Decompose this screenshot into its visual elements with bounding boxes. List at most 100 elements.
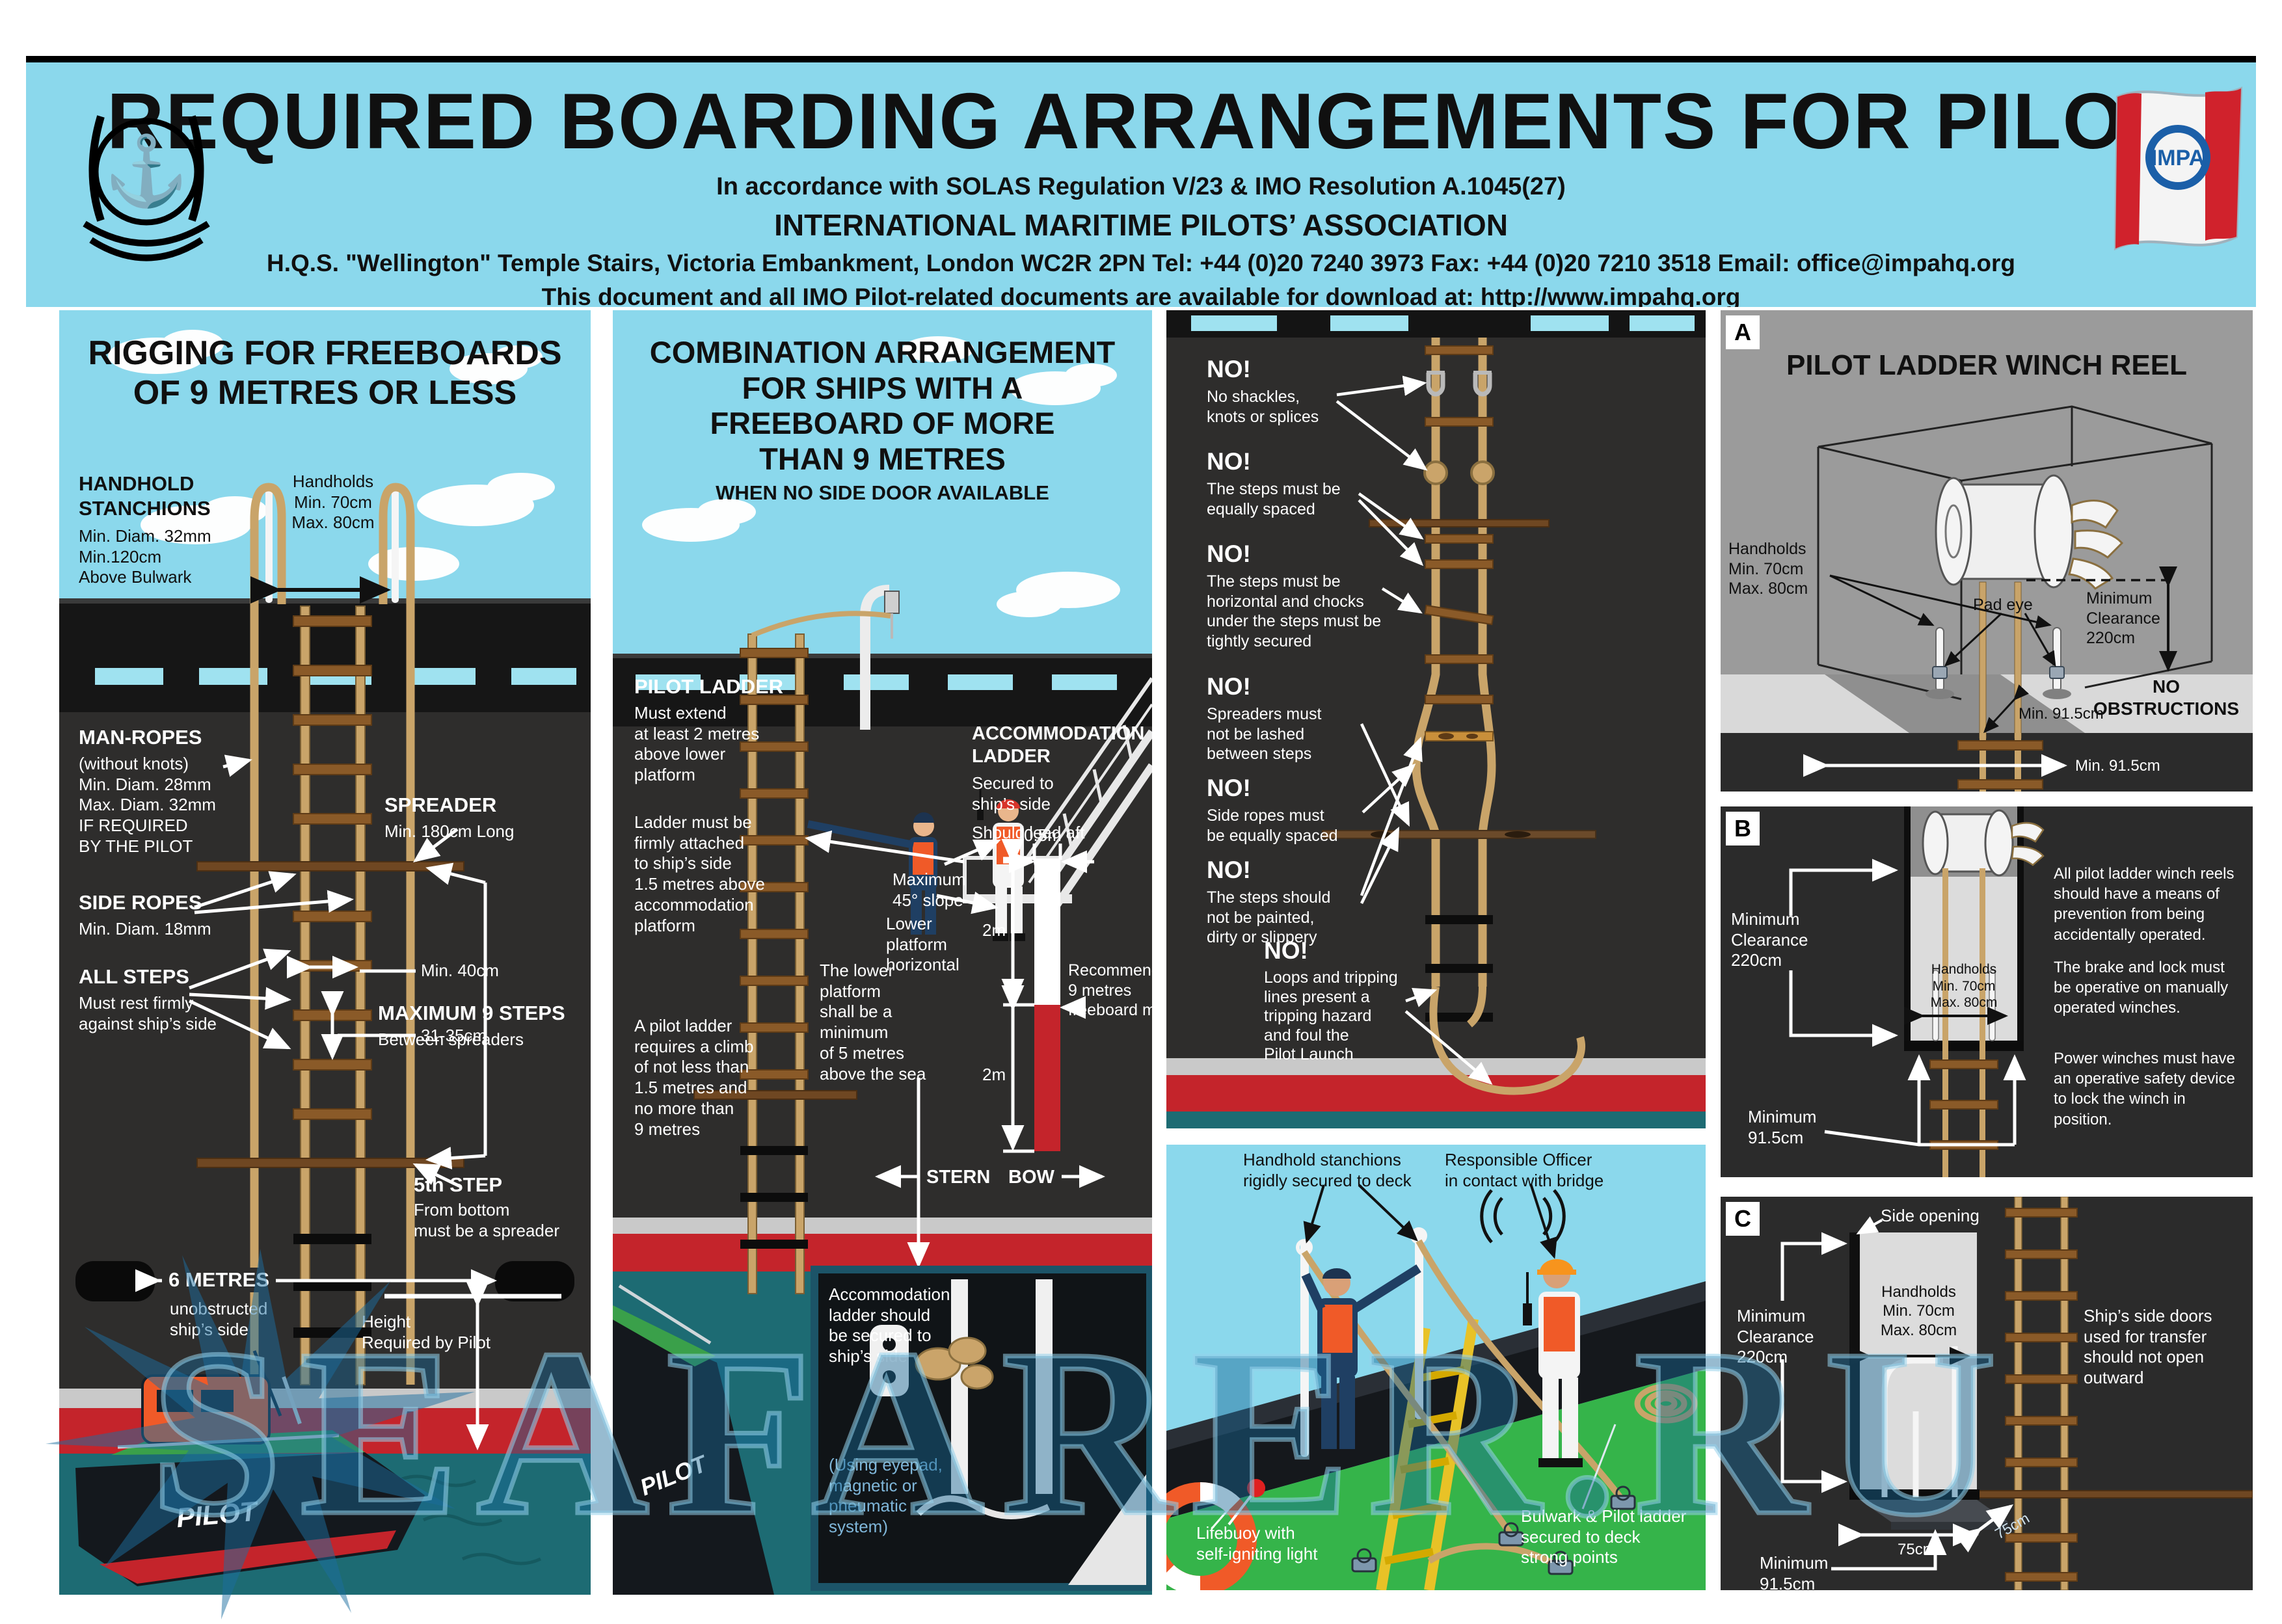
panel-winch-reel: A — [1721, 310, 2253, 792]
p4-bulwark: Bulwark & Pilot ladder secured to deck s… — [1521, 1506, 1687, 1567]
p1-min40: Min. 40cm — [421, 961, 499, 980]
p3-no-1: NO! — [1207, 356, 1251, 382]
badge-c: C — [1726, 1202, 1760, 1236]
side-door-illustration — [1780, 1197, 2253, 1590]
association-name: INTERNATIONAL MARITIME PILOTS’ ASSOCIATI… — [774, 208, 1508, 242]
p1-spreader-sub: Min. 180cm Long — [384, 821, 515, 841]
pB-clearance: Minimum Clearance 220cm — [1731, 909, 1808, 970]
p1-handholds: Handholds Min. 70cm Max. 80cm — [291, 472, 375, 533]
p2-lower5m: The lower platform shall be a minimum of… — [820, 961, 926, 1084]
panel-combination-arrangement: COMBINATION ARRANGEMENT FOR SHIPS WITH A… — [613, 310, 1152, 1595]
p1-six-sub: unobstructed ship’s side — [170, 1299, 268, 1339]
pB-min915: Minimum 91.5cm — [1748, 1107, 1817, 1147]
p2-title: COMBINATION ARRANGEMENT FOR SHIPS WITH A… — [649, 335, 1116, 476]
panel-winch-reel-rules: B — [1721, 806, 2253, 1177]
page-subtitle: In accordance with SOLAS Regulation V/23… — [716, 173, 1566, 200]
pB-handholds: Handholds Min. 70cm Max. 80cm — [1930, 962, 1998, 1011]
panel-rigging-9m-or-less: RIGGING FOR FREEBOARDS OF 9 METRES OR LE… — [59, 310, 591, 1595]
sea — [1166, 1112, 1706, 1128]
p1-max9-sub: Between spreaders — [378, 1030, 524, 1049]
p4-lifebuoy: Lifebuoy with self-igniting light — [1196, 1523, 1318, 1564]
faulty-ladder-illustration — [1191, 315, 1695, 1095]
p4-stanchions: Handhold stanchions rigidly secured to d… — [1243, 1150, 1412, 1190]
p2-attach: Ladder must be firmly attached to ship’s… — [634, 812, 765, 935]
p1-six-title: 6 METRES — [162, 1268, 276, 1292]
p2-climb: A pilot ladder requires a climb of not l… — [634, 1016, 754, 1139]
p2-inset-main: Accommodation ladder should be secured t… — [829, 1285, 950, 1366]
p3-text-2: The steps must be equally spaced — [1207, 480, 1341, 518]
pC-side-opening: Side opening — [1881, 1206, 1980, 1225]
impa-flag-icon: IMPA — [2114, 87, 2243, 251]
p1-gap: 31-35cm — [421, 1026, 487, 1045]
p2-subtitle: WHEN NO SIDE DOOR AVAILABLE — [716, 481, 1049, 504]
pA-pad-eye: Pad eye — [1973, 596, 2033, 614]
clouds — [108, 330, 555, 581]
p1-manropes-title: MAN-ROPES — [79, 726, 202, 749]
clouds — [642, 336, 1120, 617]
badge-a: A — [1726, 315, 1760, 349]
pC-75-width: 75cm — [1898, 1541, 1936, 1558]
boot-top-red — [613, 1234, 1152, 1271]
p3-text-7: Loops and tripping lines present a tripp… — [1264, 968, 1398, 1063]
badge-b: B — [1726, 812, 1760, 845]
pilot-boat-bow — [613, 1284, 774, 1595]
pilot-boat — [75, 1350, 425, 1586]
pC-doors: Ship’s side doors used for transfer shou… — [2084, 1306, 2212, 1388]
header: REQUIRED BOARDING ARRANGEMENTS FOR PILOT… — [26, 56, 2256, 307]
pA-min915-upper: Min. 91.5cm — [2019, 705, 2104, 723]
panel-common-faults: NO! No shackles, knots or splices NO! Th… — [1166, 310, 1706, 1128]
impa-flag-text: IMPA — [2151, 146, 2205, 170]
winch-alcove-illustration — [1789, 806, 2045, 1177]
pC-min915: Minimum 91.5cm — [1760, 1553, 1829, 1590]
p1-allsteps-sub: Must rest firmly against ship’s side — [79, 993, 217, 1033]
securing-inset — [811, 1266, 1152, 1591]
p2-ladder-sub: Must extend at least 2 metres above lowe… — [634, 703, 760, 785]
pA-no-obstructions: NO OBSTRUCTIONS — [2093, 676, 2239, 719]
boot-top-red — [1166, 1075, 1706, 1112]
lifebuoy-icon — [1166, 1479, 1265, 1590]
p1-allsteps-title: ALL STEPS — [79, 965, 189, 988]
winch-reel-illustration — [1803, 405, 2213, 792]
p2-freeboard: Recommended 9 metres freeboard mark — [1068, 961, 1152, 1019]
p3-no-3: NO! — [1207, 540, 1251, 567]
p2-inset-sub: (Using eyepad, magnetic or pneumatic sys… — [829, 1455, 943, 1537]
panel-side-door: C — [1721, 1197, 2253, 1590]
p3-text-5: Side ropes must be equally spaced — [1207, 806, 1338, 845]
p1-boat-name: PILOT — [175, 1495, 258, 1534]
p1-title: RIGGING FOR FREEBOARDS OF 9 METRES OR LE… — [88, 334, 562, 412]
p1-max9-title: MAXIMUM 9 STEPS — [378, 1002, 565, 1024]
pC-clearance: Minimum Clearance 220cm — [1737, 1306, 1814, 1367]
pB-para3: Power winches must have an operative saf… — [2054, 1050, 2235, 1128]
p3-no-2: NO! — [1207, 448, 1251, 475]
crewman-figure — [1301, 1264, 1421, 1449]
p1-height: Height Required by Pilot — [362, 1312, 490, 1352]
p2-slope: Maximum 45° slope — [893, 870, 966, 910]
p2-2m-a: 2m — [982, 920, 1006, 940]
p2-stern: STERN — [926, 1167, 991, 1188]
p2-bow: BOW — [1008, 1167, 1054, 1188]
p3-text-6: The steps should not be painted, dirty o… — [1207, 888, 1331, 946]
pA-title: PILOT LADDER WINCH REEL — [1786, 349, 2187, 381]
pA-min915-lower: Min. 91.5cm — [2075, 757, 2160, 775]
p3-no-5: NO! — [1207, 775, 1251, 801]
p1-handhold-sub: Min. Diam. 32mm Min.120cm Above Bulwark — [79, 526, 211, 587]
download-note: This document and all IMO Pilot-related … — [541, 284, 1741, 307]
imo-emblem-icon: ⚓ — [83, 115, 210, 261]
pA-clearance: Minimum Clearance 220cm — [2086, 589, 2160, 647]
p3-no-7: NO! — [1264, 937, 1308, 964]
association-address: H.Q.S. "Wellington" Temple Stairs, Victo… — [266, 250, 2016, 276]
p2-acc-sub: Secured to ship’s side — [972, 773, 1054, 814]
p2-lower-platform: Lower platform horizontal — [886, 914, 960, 975]
pilot-figure — [807, 812, 937, 935]
pB-para1: All pilot ladder winch reels should have… — [2054, 865, 2235, 944]
p1-fifth-title: 5th STEP — [414, 1173, 503, 1196]
deck-scene-illustration — [1166, 1183, 1706, 1590]
p2-lead-aft: Should lead aft — [972, 823, 1085, 842]
p3-text-3: The steps must be horizontal and chocks … — [1207, 572, 1382, 650]
boot-top-white — [613, 1218, 1152, 1234]
p1-handhold-title: HANDHOLD STANCHIONS — [79, 472, 211, 520]
pC-handholds: Handholds Min. 70cm Max. 80cm — [1880, 1283, 1957, 1339]
p4-officer: Responsible Officer in contact with brid… — [1445, 1150, 1604, 1190]
combination-illustration — [613, 336, 1152, 1595]
